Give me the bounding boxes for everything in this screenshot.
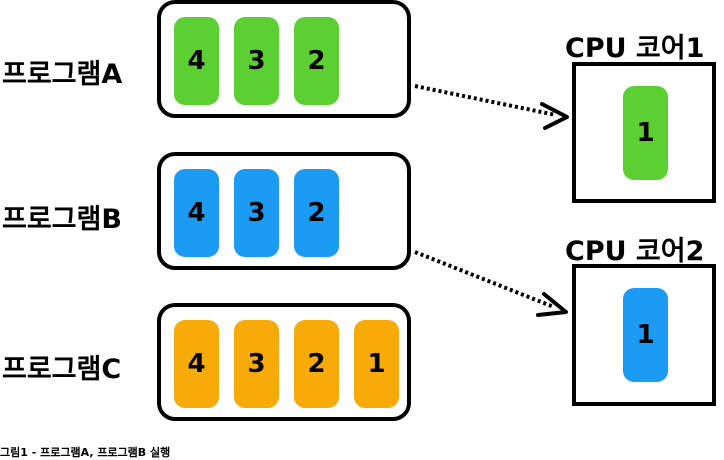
arrow-b-head (536, 292, 568, 317)
arrow-program-b-to-core-2 (414, 250, 568, 317)
program-a-task-2: 2 (294, 17, 339, 105)
cpu-core-2-box: 1 (572, 264, 716, 406)
arrow-b-line (414, 250, 555, 309)
program-b-task-3: 3 (234, 169, 279, 257)
program-b-box: 4 3 2 (157, 152, 411, 270)
program-a-box: 4 3 2 (157, 0, 411, 118)
program-a-task-4: 4 (174, 17, 219, 105)
arrow-program-a-to-core-1 (414, 84, 569, 130)
program-c-label: 프로그램C (2, 354, 122, 385)
program-c-task-3: 3 (234, 320, 279, 408)
program-a-label: 프로그램A (2, 59, 123, 90)
program-c-task-4: 4 (174, 320, 219, 408)
program-b-task-4: 4 (174, 169, 219, 257)
cpu-core-1-box: 1 (572, 62, 716, 203)
program-c-task-1: 1 (354, 320, 399, 408)
cpu-core-1-title: CPU 코어1 (565, 33, 705, 64)
program-c-box: 4 3 2 1 (157, 303, 411, 421)
arrow-a-head (540, 102, 569, 130)
program-b-task-2: 2 (294, 169, 339, 257)
program-a-task-3: 3 (234, 17, 279, 105)
program-c-task-2: 2 (294, 320, 339, 408)
program-b-label: 프로그램B (2, 204, 122, 235)
arrow-a-line (414, 84, 557, 117)
cpu-core-2-title: CPU 코어2 (565, 236, 705, 267)
cpu-core-2-task: 1 (623, 288, 668, 382)
figure-caption: 그림1 - 프로그램A, 프로그램B 실행 (0, 446, 171, 459)
cpu-core-1-task: 1 (623, 86, 668, 180)
